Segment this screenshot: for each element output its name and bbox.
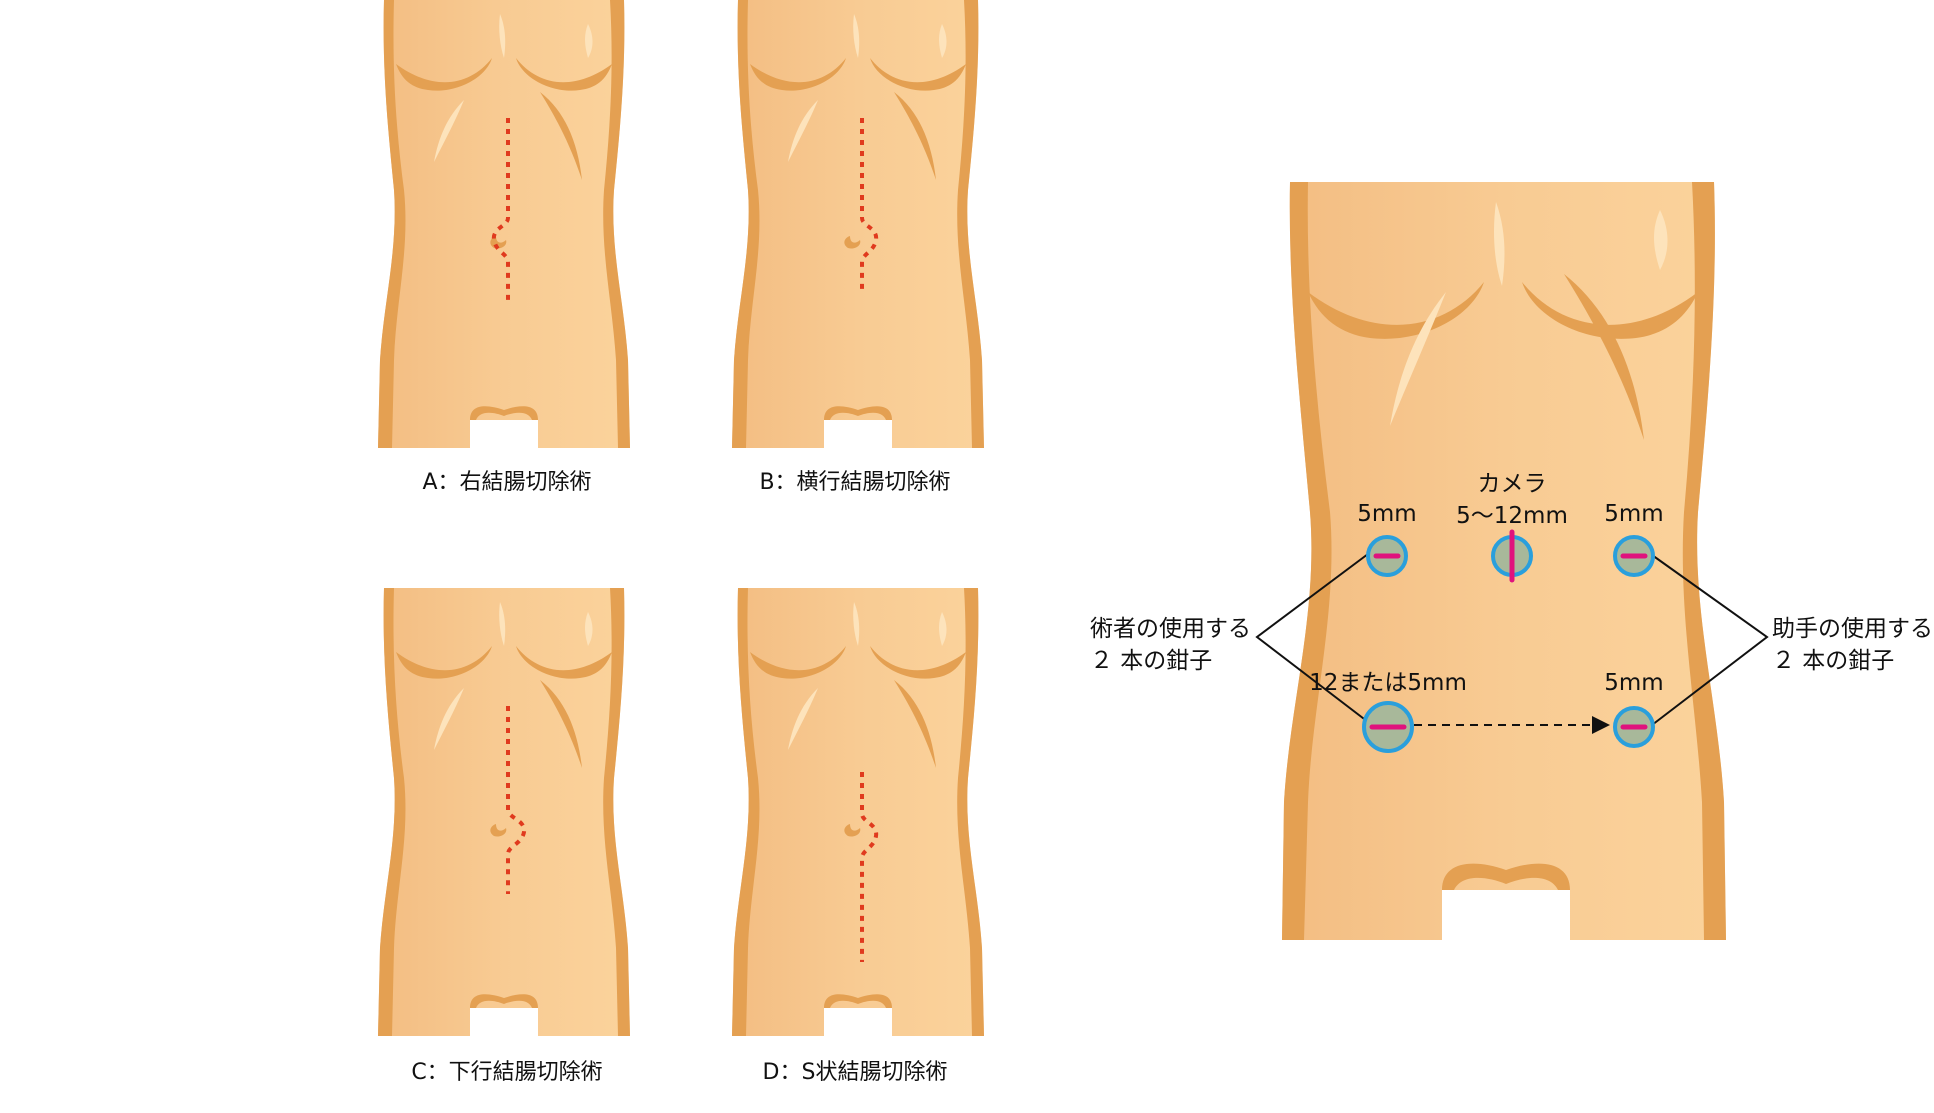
caption-b: B：横行結腸切除術	[759, 470, 950, 495]
port-lower-right	[1613, 706, 1655, 748]
port-upper-right	[1613, 535, 1655, 577]
assistant-forceps-line2: ２ 本の鉗子	[1772, 648, 1894, 674]
surgeon-forceps-line2: ２ 本の鉗子	[1090, 648, 1212, 674]
torso-d	[732, 588, 984, 1036]
caption-d: D：S状結腸切除術	[763, 1060, 948, 1085]
incision-c	[506, 706, 527, 894]
lower-left-size-label: 12または5mm	[1309, 670, 1467, 696]
caption-a: A：右結腸切除術	[422, 470, 591, 495]
assistant-connector	[1651, 554, 1769, 726]
upper-left-size-label: 5mm	[1357, 501, 1416, 527]
upper-right-size-label: 5mm	[1604, 501, 1663, 527]
assistant-forceps-line1: 助手の使用する	[1772, 616, 1933, 642]
torso-a	[378, 0, 630, 448]
arrow-head	[1592, 716, 1610, 734]
camera-label: カメラ	[1478, 471, 1547, 497]
caption-c: C：下行結腸切除術	[411, 1060, 602, 1085]
torso-b	[732, 0, 984, 448]
surgeon-forceps-line1: 術者の使用する	[1090, 616, 1251, 642]
torso-c	[378, 588, 630, 1036]
port-camera	[1491, 529, 1533, 583]
lower-right-size-label: 5mm	[1604, 670, 1663, 696]
port-upper-left	[1366, 535, 1408, 577]
port-lower-left	[1362, 701, 1414, 753]
incision-d	[860, 772, 879, 962]
camera-size-label: 5〜12mm	[1456, 503, 1568, 529]
surgeon-connector	[1255, 550, 1373, 726]
